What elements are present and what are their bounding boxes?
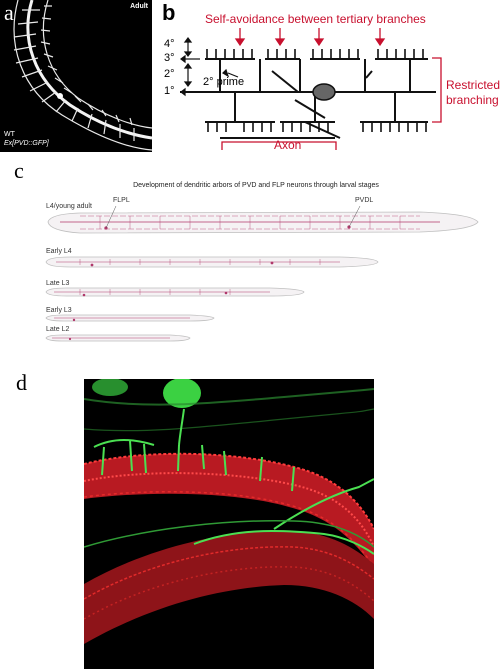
panel-a: a Adult WT Ex[PVD::GFP] [0,0,152,152]
neuron-label-pvdl: PVDL [355,197,374,204]
stage-label-early-l4: Early L4 [46,248,72,255]
prime-label: 2° prime [203,76,245,88]
panel-d-label: d [16,370,27,395]
stage-label-late-l3: Late L3 [46,280,70,287]
worm-early-l4 [45,256,379,268]
panel-a-transgene: Ex[PVD::GFP] [4,140,49,147]
worm-late-l3 [45,287,305,297]
worm-early-l3 [45,314,215,322]
panel-a-micrograph [13,0,152,151]
self-avoidance-arrows [234,28,386,47]
stage-label-l4-adult: L4/young adult [46,203,92,210]
panel-b-label: b [162,0,176,25]
worm-l4-adult [47,205,479,234]
order-4-label: 4° [164,38,175,50]
panel-d-micrograph-frame [84,379,374,669]
order-3-label: 3° [164,52,175,64]
order-1-label: 1° [164,85,175,97]
quaternary-branches [206,49,427,132]
panel-a-stage: Adult [130,3,148,10]
stage-label-early-l3: Early L3 [46,307,72,314]
restricted-bracket [432,57,442,123]
axon-label: Axon [274,138,302,152]
panel-a-label: a [4,0,14,25]
panel-c-label: c [14,158,24,183]
dendrite-tree [180,58,436,139]
order-2-label: 2° [164,68,175,80]
panel-c-title: Development of dendritic arbors of PVD a… [133,182,379,189]
panel-b-title: Self-avoidance between tertiary branches [205,12,426,26]
branching-label: branching [446,93,499,107]
restricted-label: Restricted [446,78,500,92]
panel-a-genotype: WT [4,131,15,138]
panel-d-micrograph [84,379,374,644]
stage-label-late-l2: Late L2 [46,326,70,333]
order-arrows [180,37,239,97]
neuron-label-flpl: FLPL [113,197,130,204]
panel-c-worms [45,205,479,342]
soma [312,83,336,101]
panel-b-diagram [180,28,442,150]
worm-late-l2 [45,334,191,342]
axon-bracket [221,141,337,150]
